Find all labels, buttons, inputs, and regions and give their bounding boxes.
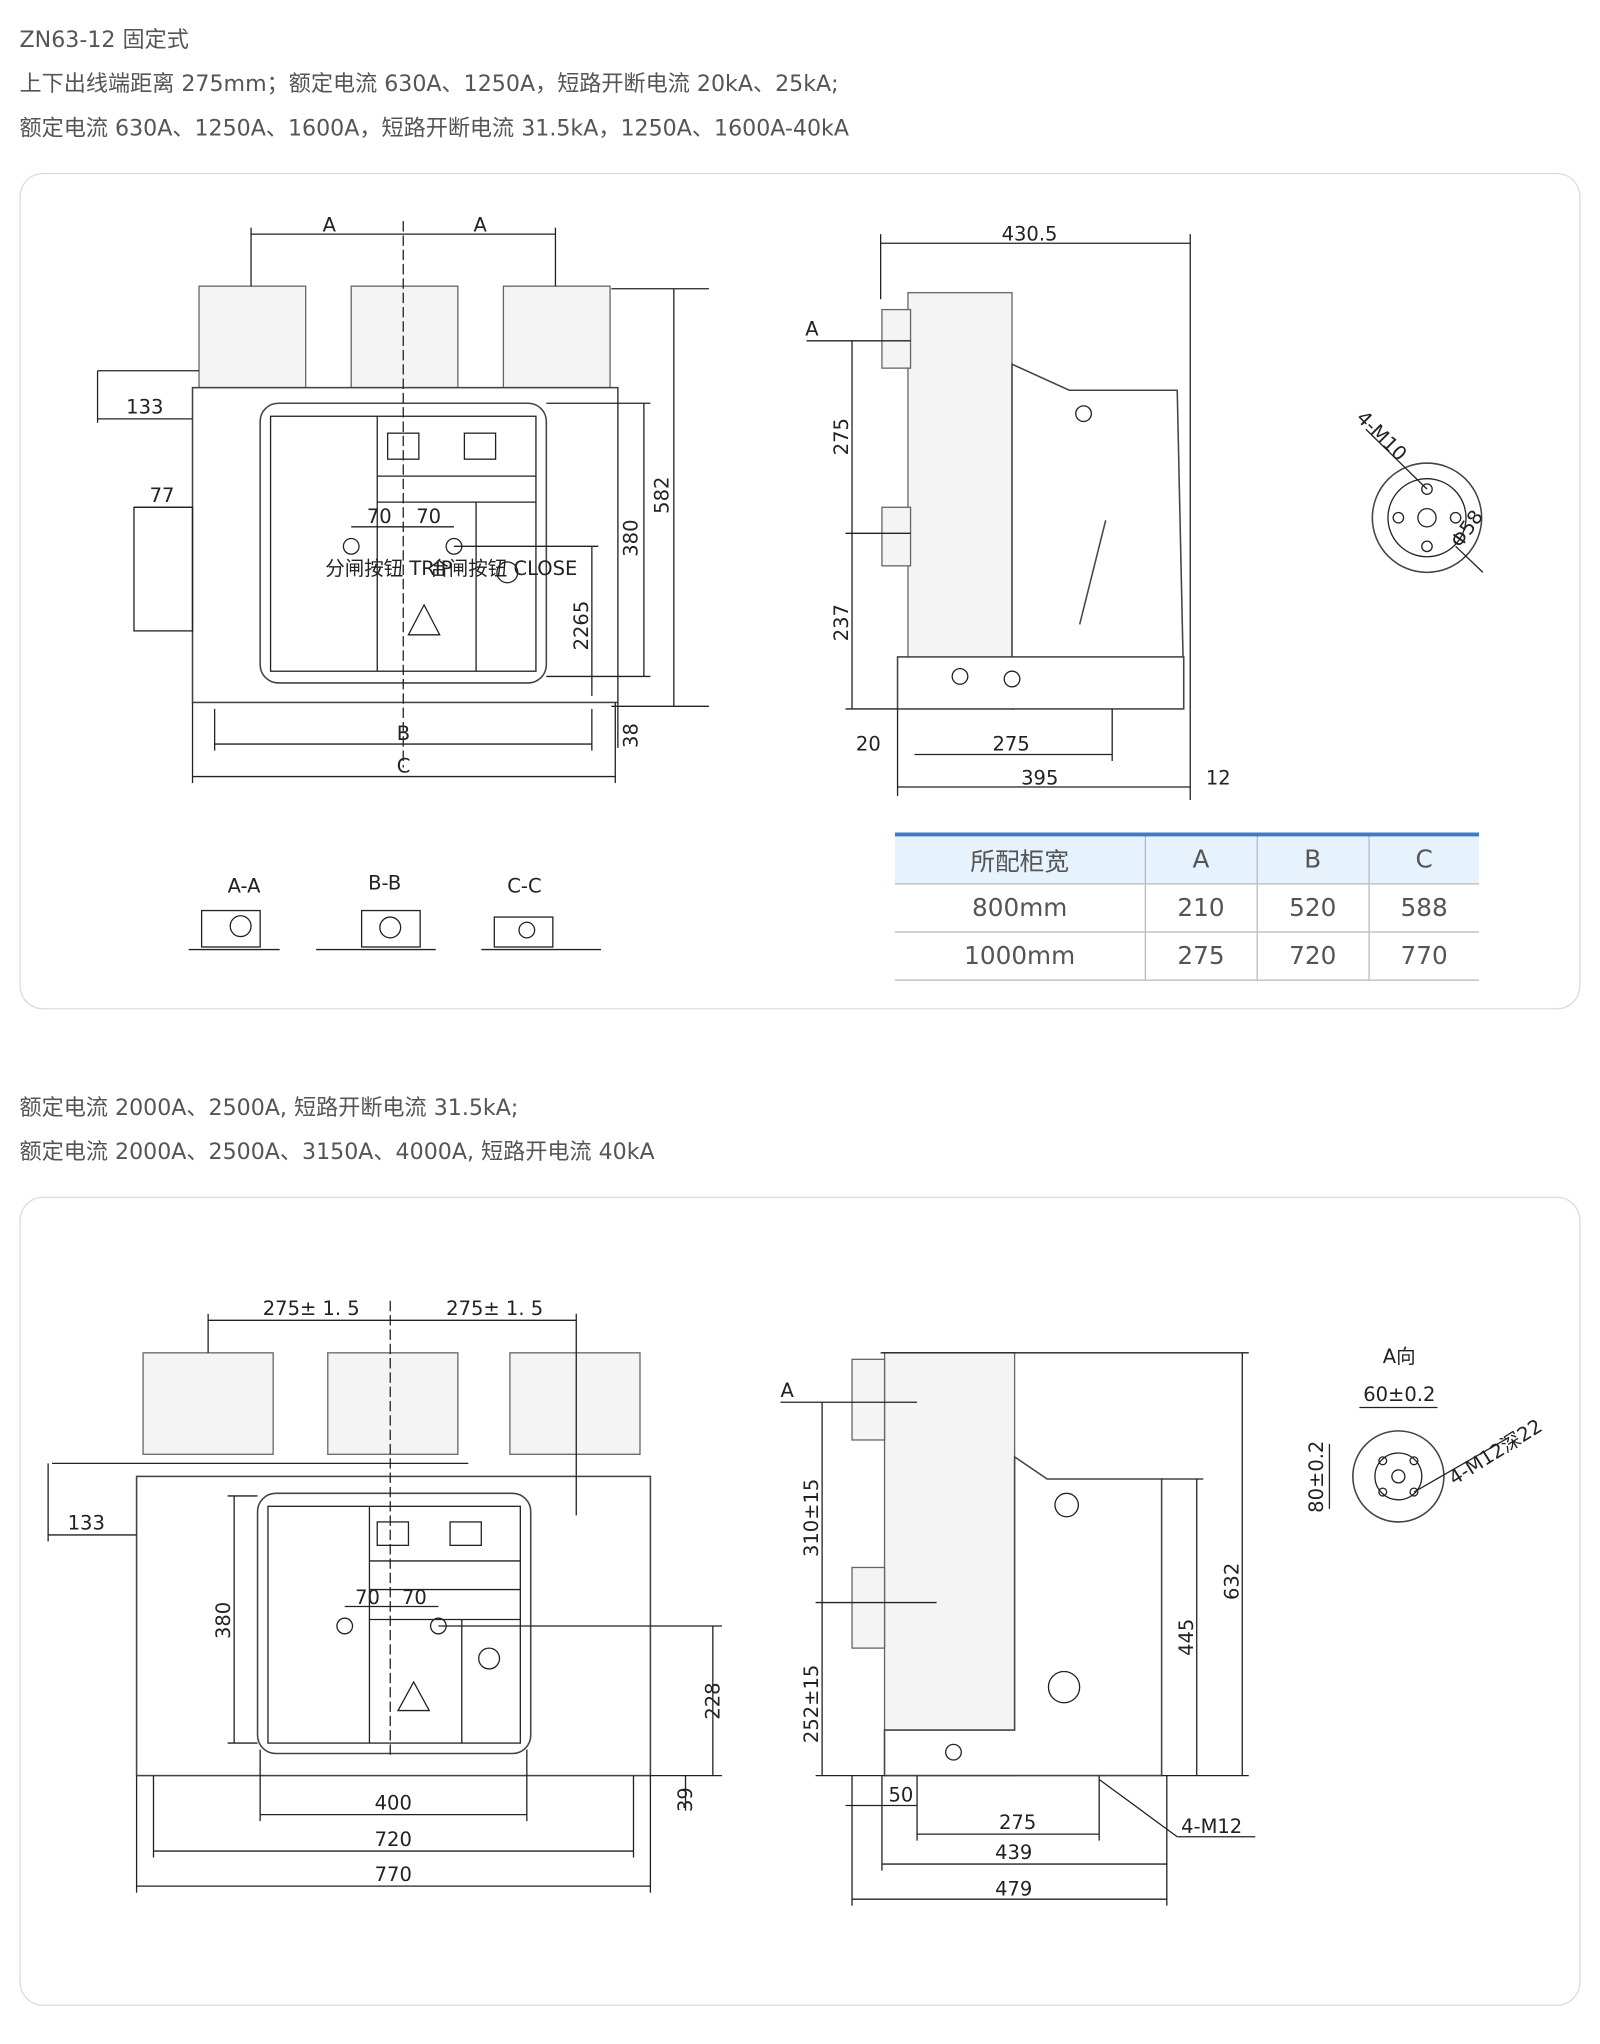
dim-label: 430.5 <box>1002 223 1058 246</box>
dim-label: 720 <box>375 1828 412 1851</box>
dim-label: 275 <box>993 733 1030 756</box>
table-header: A <box>1145 834 1258 885</box>
dim-label: 70 <box>355 1586 380 1609</box>
dim-label: A <box>323 214 337 237</box>
dim-label: 38 <box>619 723 642 748</box>
dim-label: 2265 <box>570 601 593 651</box>
dim-label: 400 <box>375 1791 412 1814</box>
front-view-2: 275± 1. 5 275± 1. 5 133 380 70 70 228 39… <box>47 1297 724 1893</box>
table-cell: 770 <box>1368 932 1480 981</box>
table-header: C <box>1368 834 1480 885</box>
dim-label: 133 <box>68 1512 105 1535</box>
table-cell: 520 <box>1256 883 1370 933</box>
front-view: A A 133 77 70 70 分闸按钮 TRIP 合闸按钮 CLOSE 58… <box>96 214 709 784</box>
spec-line: 额定电流 630A、1250A、1600A，短路开断电流 31.5kA，1250… <box>19 115 849 142</box>
dim-label: 70 <box>402 1586 427 1609</box>
dim-label: 80±0.2 <box>1305 1441 1328 1513</box>
dim-label: 395 <box>1021 766 1058 789</box>
section-views: A-A B-B C-C <box>188 872 601 951</box>
dim-label: 39 <box>674 1787 697 1812</box>
dim-label: 310±15 <box>800 1479 823 1557</box>
table-cell: 210 <box>1145 883 1258 933</box>
dim-label: 50 <box>888 1784 913 1807</box>
dim-label: 275 <box>999 1811 1036 1834</box>
dim-label: 133 <box>126 396 163 419</box>
dim-label: 252±15 <box>800 1665 823 1743</box>
table-header: 所配柜宽 <box>894 834 1146 885</box>
dim-label: 12 <box>1206 766 1231 789</box>
view-label: A向 <box>1383 1345 1416 1368</box>
dim-label: 439 <box>995 1841 1032 1864</box>
dim-label: 582 <box>651 477 674 514</box>
dim-label: 275± 1. 5 <box>263 1297 360 1320</box>
dim-label: A <box>805 318 819 341</box>
dim-label: 380 <box>619 520 642 557</box>
dim-label: 237 <box>830 604 853 641</box>
table-cell: 720 <box>1256 932 1370 981</box>
table-cell: 275 <box>1145 932 1258 981</box>
table-cell: 1000mm <box>894 932 1146 981</box>
dim-label: 70 <box>367 505 392 528</box>
dim-label: 632 <box>1220 1563 1243 1600</box>
section-label: A-A <box>228 874 262 897</box>
side-view: 430.5 A 275 237 20 275 395 12 <box>805 223 1231 800</box>
dim-label: 770 <box>375 1863 412 1886</box>
table-cell: 800mm <box>894 883 1146 933</box>
dim-label: 70 <box>416 505 441 528</box>
trip-label: 分闸按钮 TRIP <box>325 557 452 580</box>
dim-label: 380 <box>212 1602 235 1639</box>
dim-label: 77 <box>150 484 175 507</box>
dim-label: 275± 1. 5 <box>446 1297 543 1320</box>
flange-view-2: A向 60±0.2 80±0.2 4-M12深22 <box>1305 1345 1547 1523</box>
spec-line: 额定电流 2000A、2500A, 短路开断电流 31.5kA; <box>19 1095 519 1122</box>
table-header: B <box>1256 834 1370 885</box>
dim-label: 479 <box>995 1877 1032 1900</box>
dim-label: 20 <box>856 733 881 756</box>
dim-label: B <box>397 722 410 745</box>
side-view-2: A 310±15 252±15 632 445 50 275 439 479 4… <box>780 1352 1256 1906</box>
product-title: ZN63-12 固定式 <box>19 27 189 54</box>
spec-line: 额定电流 2000A、2500A、3150A、4000A, 短路开电流 40kA <box>19 1139 655 1166</box>
dim-label: 228 <box>701 1682 724 1719</box>
dim-label: 4-M12 <box>1181 1815 1242 1838</box>
dim-label: C <box>397 755 411 778</box>
section-label: C-C <box>507 874 541 897</box>
dim-label: 60±0.2 <box>1363 1383 1435 1406</box>
section-label: B-B <box>368 872 401 895</box>
table-cell: 588 <box>1368 883 1480 933</box>
dim-label: 4-M12深22 <box>1445 1414 1547 1489</box>
dim-label: 275 <box>830 418 853 455</box>
spec-line: 上下出线端距离 275mm；额定电流 630A、1250A，短路开断电流 20k… <box>19 71 839 98</box>
dim-label: A <box>473 214 487 237</box>
dim-label: 445 <box>1175 1619 1198 1656</box>
dim-label: A <box>780 1379 794 1402</box>
close-label: 合闸按钮 CLOSE <box>429 557 577 580</box>
